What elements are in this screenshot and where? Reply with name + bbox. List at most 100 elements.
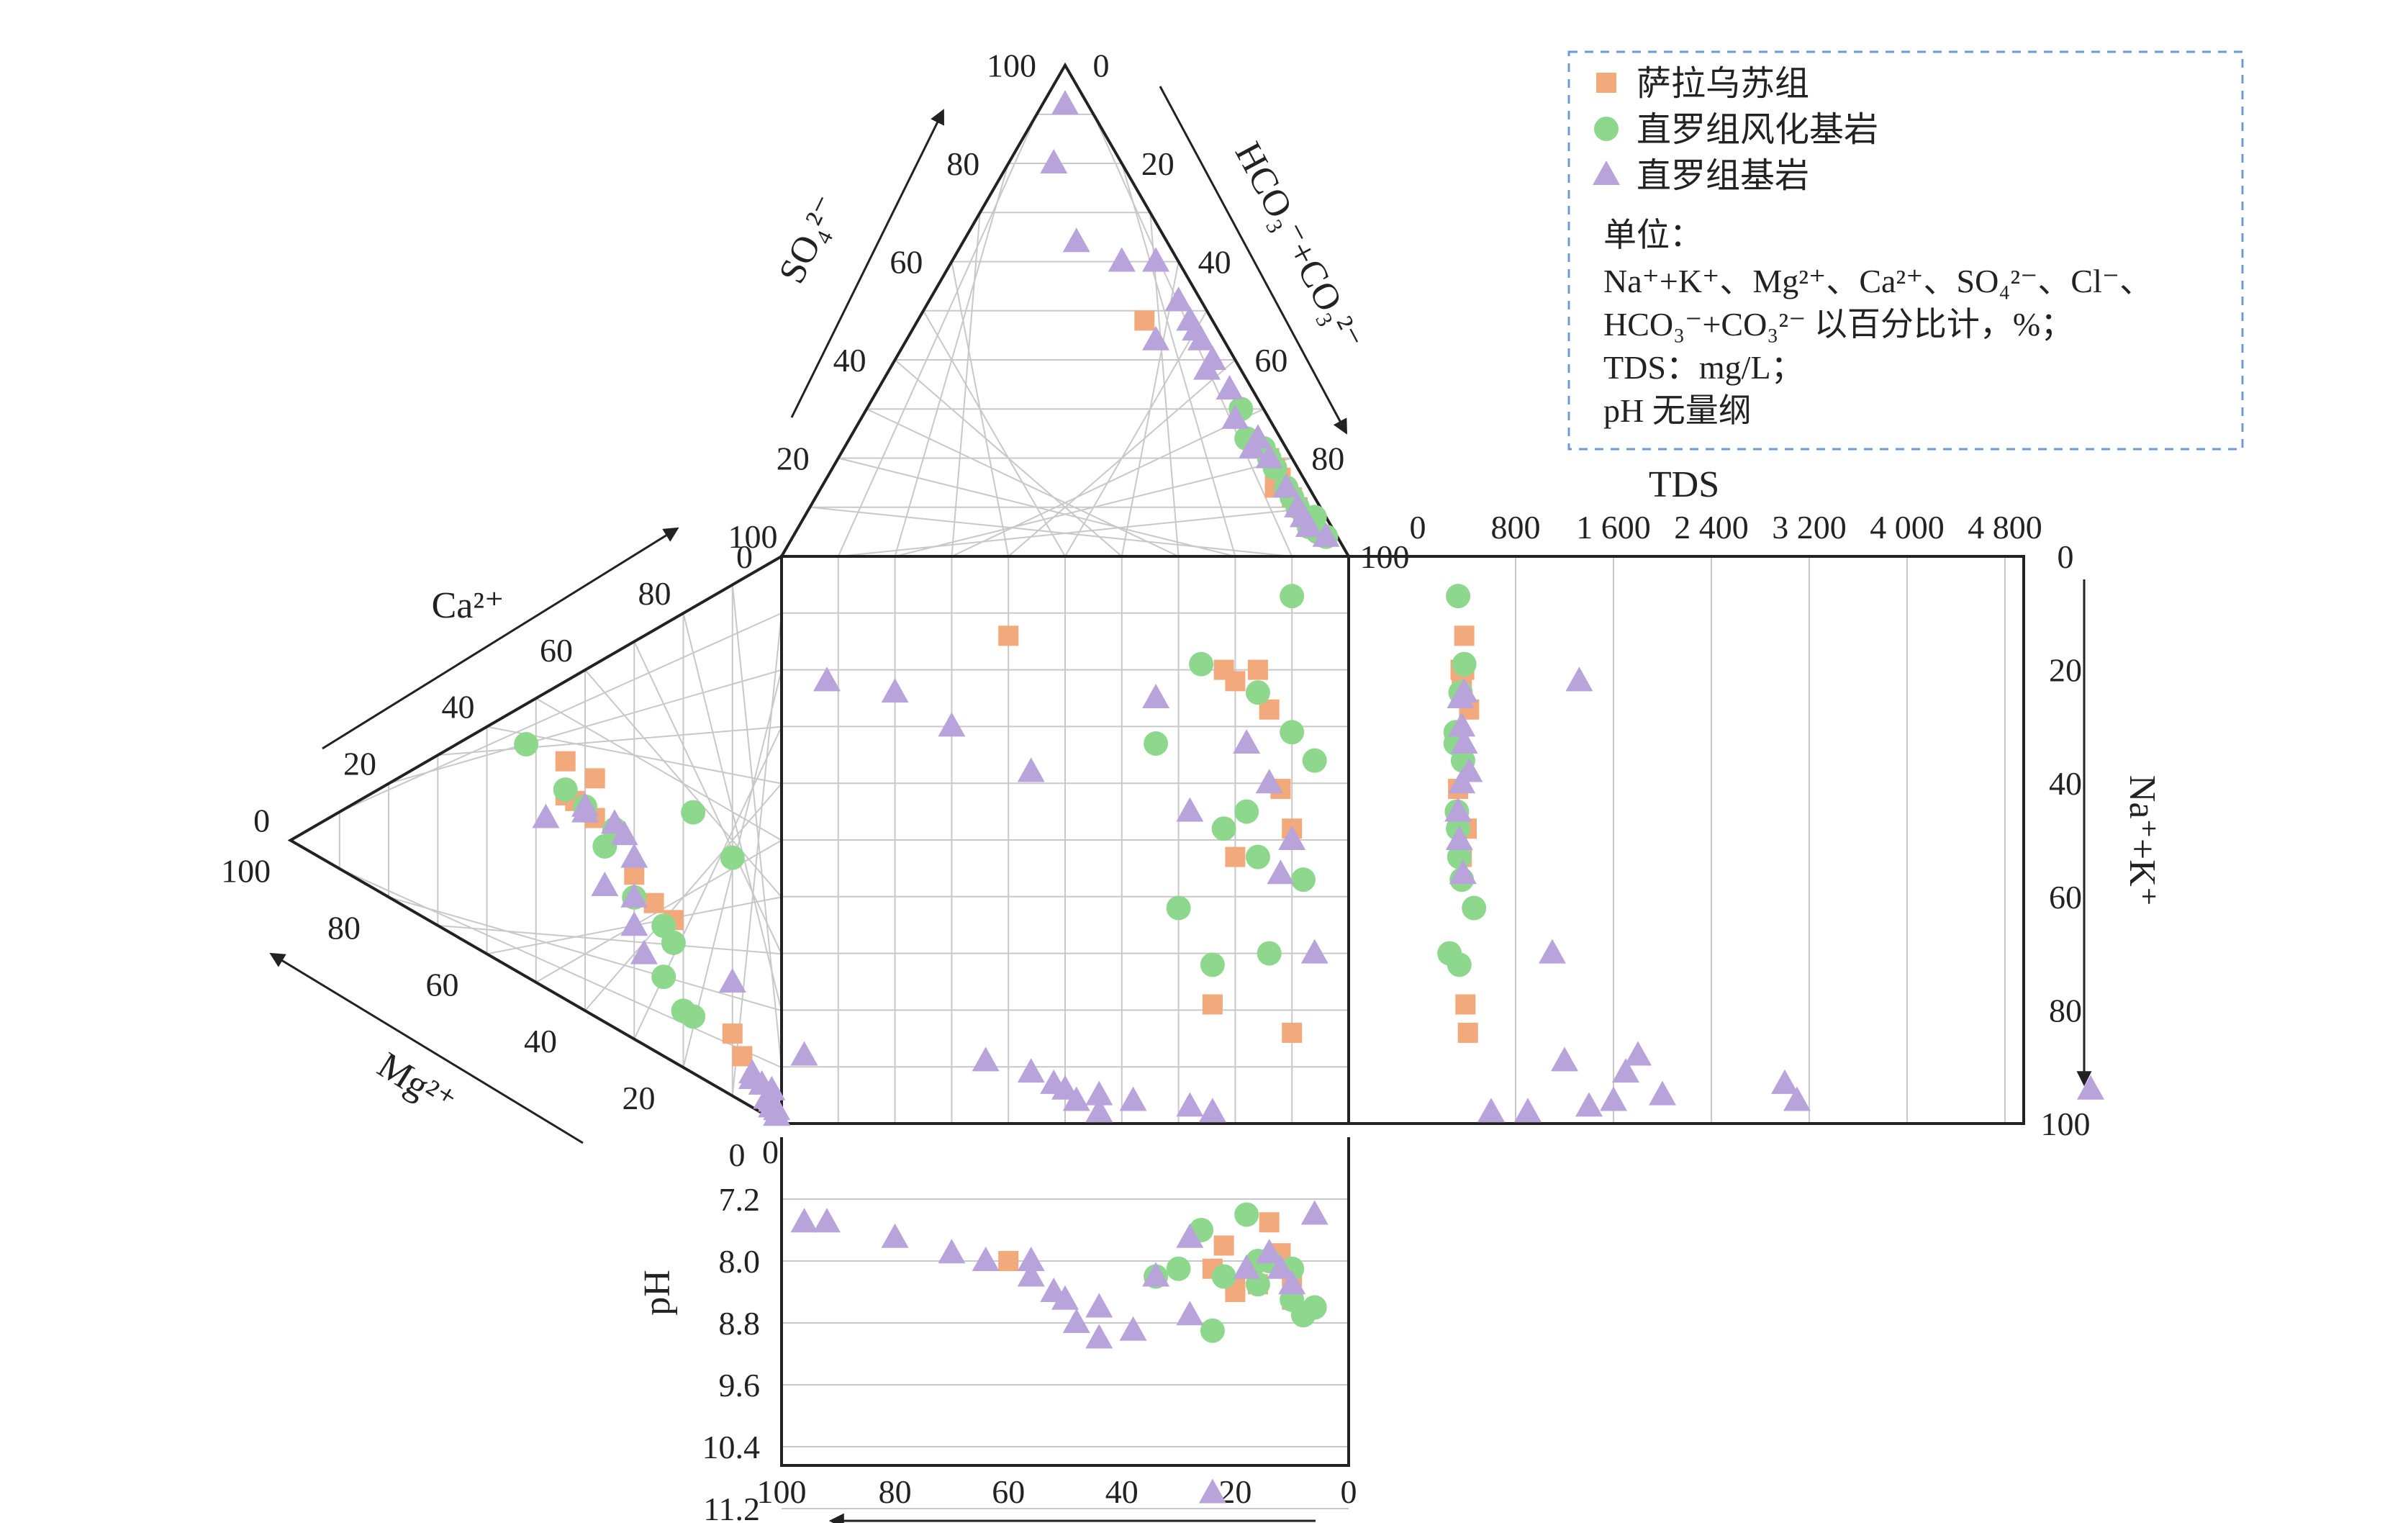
data-point-triangle bbox=[1108, 247, 1136, 272]
legend-label: 直罗组基岩 bbox=[1637, 157, 1809, 195]
data-point-triangle bbox=[1176, 1301, 1204, 1326]
data-point-triangle bbox=[1267, 1254, 1295, 1279]
anion-gridline bbox=[923, 310, 1066, 557]
data-point-triangle bbox=[1051, 1075, 1079, 1100]
cation-gridline bbox=[682, 613, 782, 1011]
data-point-triangle bbox=[972, 1247, 1000, 1271]
data-point-triangle bbox=[938, 1239, 966, 1264]
data-point-triangle bbox=[1051, 90, 1079, 115]
data-point-triangle bbox=[881, 1223, 909, 1248]
tds-tick-label: 800 bbox=[1491, 509, 1541, 546]
bottom-tick-label: 100 bbox=[757, 1473, 807, 1510]
so4-arrow bbox=[790, 109, 944, 418]
data-point-square bbox=[722, 1023, 743, 1044]
data-point-triangle bbox=[813, 666, 841, 692]
data-point-square bbox=[1225, 846, 1246, 867]
data-point-triangle bbox=[1198, 1478, 1226, 1504]
data-point-triangle bbox=[620, 882, 648, 908]
legend-unit-title: 单位： bbox=[1603, 217, 1703, 253]
data-point-triangle bbox=[1051, 1285, 1079, 1310]
data-point-circle bbox=[1234, 1202, 1259, 1227]
ph-tick-label: 8.0 bbox=[719, 1243, 761, 1280]
data-point-square bbox=[624, 864, 645, 885]
bottom-tick-label: 40 bbox=[1105, 1473, 1139, 1510]
data-point-triangle bbox=[1255, 443, 1283, 469]
data-point-circle bbox=[1302, 748, 1327, 773]
data-point-circle bbox=[1144, 731, 1169, 756]
cation-gridline bbox=[388, 896, 782, 1012]
ca-tick-label: 80 bbox=[638, 575, 671, 612]
data-point-triangle bbox=[1449, 859, 1477, 885]
data-point-triangle bbox=[1295, 512, 1323, 538]
na-tick-label: 40 bbox=[2049, 765, 2082, 802]
data-point-triangle bbox=[1221, 404, 1249, 429]
data-point-triangle bbox=[1448, 769, 1476, 794]
data-point-triangle bbox=[1017, 1058, 1045, 1083]
data-point-triangle bbox=[1312, 522, 1340, 547]
so4-tick-label: 0 bbox=[736, 538, 753, 575]
data-point-triangle bbox=[790, 1208, 818, 1233]
tds-tick-label: 0 bbox=[1410, 509, 1426, 546]
data-point-triangle bbox=[1233, 1254, 1261, 1279]
data-point-square bbox=[732, 1046, 753, 1067]
legend-label: 萨拉乌苏组 bbox=[1637, 65, 1809, 103]
na-tick-label: 60 bbox=[2049, 879, 2082, 916]
anion-gridline bbox=[866, 408, 1180, 557]
ph-tick-label: 7.2 bbox=[719, 1181, 761, 1218]
data-point-triangle bbox=[881, 678, 909, 703]
data-point-triangle bbox=[1445, 826, 1473, 850]
data-point-triangle bbox=[1017, 757, 1045, 782]
data-point-triangle bbox=[1539, 939, 1566, 964]
data-point-circle bbox=[1447, 844, 1472, 869]
data-point-square bbox=[1455, 994, 1476, 1015]
ph-tick-label: 10.4 bbox=[702, 1429, 761, 1465]
bottom-tick-label: 80 bbox=[879, 1473, 912, 1510]
data-point-triangle bbox=[1771, 1069, 1798, 1094]
data-point-triangle bbox=[1062, 1309, 1090, 1333]
data-point-square bbox=[1282, 1022, 1303, 1043]
tds-tick-label: 2 400 bbox=[1674, 509, 1749, 546]
data-point-triangle bbox=[1284, 492, 1312, 518]
data-point-triangle bbox=[620, 843, 648, 868]
ca-tick-label: 60 bbox=[540, 632, 573, 669]
data-point-square bbox=[1225, 671, 1246, 692]
anion-triangle-frame bbox=[780, 62, 1350, 558]
data-point-triangle bbox=[1565, 666, 1593, 692]
ph-tick-label: 9.6 bbox=[719, 1367, 761, 1404]
data-point-circle bbox=[1462, 895, 1487, 921]
tds-tick-label: 4 800 bbox=[1968, 509, 2042, 546]
data-point-triangle bbox=[1278, 1270, 1306, 1295]
tds-axis-label: TDS bbox=[1649, 464, 1719, 505]
data-point-square bbox=[1134, 310, 1155, 331]
data-point-circle bbox=[1257, 941, 1282, 966]
ca-axis-label: Ca²⁺ bbox=[432, 585, 504, 626]
data-point-triangle bbox=[620, 911, 648, 936]
na-tick-label: 100 bbox=[2041, 1106, 2091, 1142]
legend-unit-line: Na⁺+K⁺、Mg²⁺、Ca²⁺、SO₄²⁻、Cl⁻、 bbox=[1603, 263, 2153, 299]
data-point-circle bbox=[1280, 720, 1305, 745]
data-point-triangle bbox=[938, 712, 966, 737]
hco3-tick-label: 100 bbox=[1360, 538, 1410, 575]
data-point-square bbox=[555, 751, 576, 772]
legend-frame bbox=[1567, 50, 2244, 451]
ca-tick-label: 0 bbox=[253, 803, 270, 839]
data-point-triangle bbox=[1447, 684, 1475, 708]
mg-tick-label: 60 bbox=[426, 966, 459, 1003]
data-point-triangle bbox=[1198, 1098, 1226, 1123]
ph-tick-label: 8.8 bbox=[719, 1305, 761, 1342]
data-point-square bbox=[1454, 625, 1475, 646]
data-point-square bbox=[998, 1251, 1019, 1271]
cation-gridline bbox=[535, 697, 782, 841]
so4-tick-label: 60 bbox=[890, 244, 923, 281]
data-point-circle bbox=[1234, 799, 1259, 824]
data-point-circle bbox=[1290, 1303, 1316, 1328]
tds-tick-label: 1 600 bbox=[1576, 509, 1651, 546]
anion-gridline bbox=[838, 457, 1236, 557]
data-point-square bbox=[1213, 1235, 1234, 1256]
data-point-triangle bbox=[1551, 1047, 1578, 1072]
data-point-circle bbox=[1189, 651, 1214, 677]
mg-tick-label: 40 bbox=[524, 1023, 557, 1059]
data-point-triangle bbox=[571, 797, 599, 823]
data-point-square bbox=[643, 892, 664, 913]
data-point-triangle bbox=[1624, 1041, 1652, 1066]
